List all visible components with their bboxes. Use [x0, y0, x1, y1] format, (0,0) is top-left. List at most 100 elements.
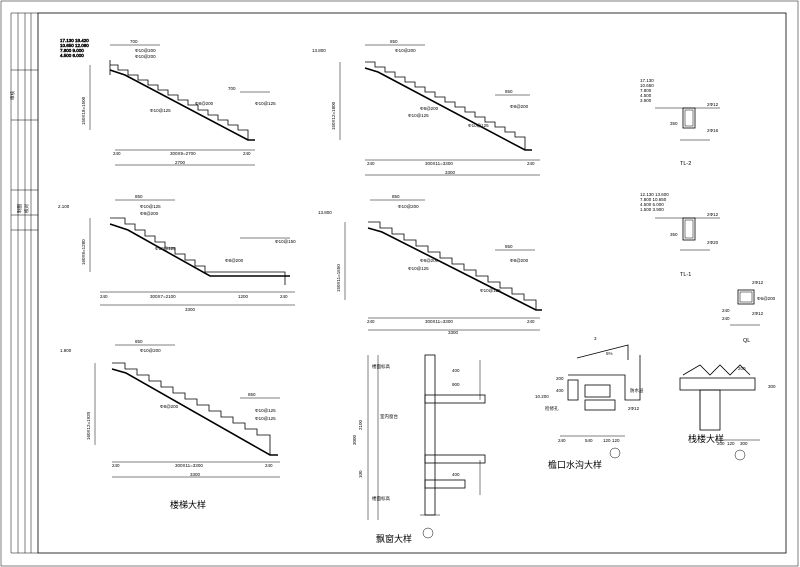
window-tag-top: 楼面标高 — [372, 363, 390, 370]
stair-1-rebar-2: Φ10@200 — [135, 54, 156, 59]
svg-text:12.130 13.600: 12.130 13.600 — [640, 192, 669, 197]
stair-3-elev: 2.100 — [58, 204, 70, 209]
stair-4-end-r: 240 — [527, 319, 535, 324]
stair-1-rebar-1: Φ10@200 — [135, 48, 156, 53]
stair-5-top-dim: 850 — [135, 339, 143, 344]
stair-4-end-l: 240 — [367, 319, 375, 324]
stair-section-5: 1.800 850 160X12=1920 850 Φ10@200 Φ8@200… — [60, 339, 280, 510]
gutter-caption: 檐口水沟大样 — [548, 459, 602, 470]
ql-section — [737, 289, 755, 305]
tl1-h: 350 — [670, 232, 678, 237]
gutter-slope: 3 — [594, 336, 597, 341]
window-caption: 飘窗大样 — [376, 533, 412, 544]
gutter-elev: 10.200 — [535, 394, 549, 399]
gutter-note-1: 检修孔 — [545, 405, 559, 412]
svg-text:4.500 6.000: 4.500 6.000 — [60, 53, 84, 58]
svg-text:10.650 12.060: 10.650 12.060 — [60, 43, 89, 48]
svg-text:17.130 18.420: 17.130 18.420 — [60, 38, 89, 43]
stair-2-rebar-3: Φ10@125 — [408, 113, 429, 118]
gutter-dim-6: 200 — [556, 376, 564, 381]
svg-text:1.500 3.900: 1.500 3.900 — [640, 207, 664, 212]
railing-dim-1: 200 — [738, 366, 746, 371]
stair-4-rebar-2: Φ8@200 — [420, 258, 439, 263]
stair-2-top-dim: 850 — [390, 39, 398, 44]
gutter-dim-3: 120 — [612, 438, 620, 443]
stair-5-rebar-2: Φ8@200 — [160, 404, 179, 409]
stair-5-rebar-4: Φ10@125 — [255, 416, 276, 421]
stair-2-flight — [365, 61, 526, 150]
railing-detail: 200 300 200 120 300 栈楼大样 — [679, 364, 776, 461]
stair-2-rebar-1: Φ10@200 — [395, 48, 416, 53]
beam-tl2: 17.130 10.650 7.800 4.500 3.900 350 2Φ12… — [640, 78, 720, 167]
stair-2-rebar-4: Φ10@125 — [468, 123, 489, 128]
svg-text:7.800: 7.800 — [640, 88, 652, 93]
title-label-b: 制图 — [16, 204, 23, 213]
stair-3-end-l: 240 — [100, 294, 108, 299]
ql-dim-a: 240 — [722, 308, 730, 313]
ql-rebar-a: 2Φ12 — [752, 280, 764, 285]
title-label-c: 校对 — [23, 204, 30, 213]
gutter-note-2: 5% — [606, 351, 613, 356]
stair-3-land: 1200 — [238, 294, 249, 299]
title-label-a: 审核 — [9, 91, 16, 100]
svg-text:7.800 10.650: 7.800 10.650 — [640, 197, 667, 202]
gutter-dim-1: 540 — [585, 438, 593, 443]
gutter-dim-2: 120 — [603, 438, 611, 443]
tl2-label: TL-2 — [680, 161, 691, 167]
bay-window-detail: 楼面标高 室内窗台 楼面标高 400 900 2100 3000 100 400… — [352, 354, 486, 544]
window-dim-3: 2100 — [358, 419, 363, 430]
tl1-label: TL-1 — [680, 272, 691, 278]
stair-1-top-dim: 700 — [130, 39, 138, 44]
stair-4-run: 300X11=3300 — [425, 319, 453, 324]
svg-text:17.130: 17.130 — [640, 78, 654, 83]
stair-1-end-r: 240 — [243, 151, 251, 156]
stair-1-run: 300X9=2700 — [170, 151, 196, 156]
title-block: 审核 制图 校对 — [9, 12, 38, 554]
window-dim-5: 100 — [358, 470, 363, 478]
stair-5-end-r: 240 — [265, 463, 273, 468]
stair-3-rebar-3: Φ10@125 — [155, 246, 176, 251]
stair-4-rebar-3: Φ10@125 — [408, 266, 429, 271]
stair-4-elev: 13.800 — [318, 210, 332, 215]
stair-4-rebar-1: Φ10@200 — [398, 204, 419, 209]
railing-dim-2: 300 — [768, 384, 776, 389]
beam-ql: 2Φ12 Φ6@200 2Φ12 240 240 QL — [722, 280, 776, 344]
stair-5-rebar-1: Φ10@200 — [140, 348, 161, 353]
stair-5-rebar-3: Φ10@125 — [255, 408, 276, 413]
ql-label: QL — [743, 338, 750, 344]
stair-caption: 楼梯大样 — [170, 499, 206, 510]
svg-text:4.500 6.000: 4.500 6.000 — [640, 202, 664, 207]
stair-5-run: 300X11=3300 — [175, 463, 203, 468]
stair-2-mid-dim: 850 — [505, 89, 513, 94]
stair-5-total: 3300 — [190, 472, 201, 477]
stair-3-rebar-5: Φ10@150 — [275, 239, 296, 244]
svg-text:10.650: 10.650 — [640, 83, 654, 88]
gutter-detail: 3 10.200 检修孔 5% 防水层 2Φ12 540 120 120 240… — [535, 336, 644, 470]
gutter-note-4: 2Φ12 — [628, 406, 640, 411]
railing-caption: 栈楼大样 — [688, 433, 724, 444]
stair-1-mid-dim: 700 — [228, 86, 236, 91]
stair-2-total: 3300 — [445, 170, 456, 175]
ql-rebar-b: 2Φ12 — [752, 311, 764, 316]
stair-4-flight — [368, 221, 537, 310]
stair-5-mid-dim: 850 — [248, 392, 256, 397]
stair-1-total: 2700 — [175, 160, 186, 165]
stair-2-rebar-2: Φ8@200 — [420, 106, 439, 111]
drawing-frame — [37, 12, 787, 554]
stair-2-end-l: 240 — [367, 161, 375, 166]
gutter-dim-4: 240 — [558, 438, 566, 443]
svg-text:3.900: 3.900 — [640, 98, 652, 103]
stair-2-run: 300X11=3300 — [425, 161, 453, 166]
gutter-dim-5: 400 — [556, 388, 564, 393]
beam-tl1: 12.130 13.600 7.800 10.650 4.500 6.000 1… — [640, 192, 720, 278]
stair-4-rise: 150X11=1650 — [336, 264, 341, 292]
stair-3-rebar-4: Φ8@200 — [225, 258, 244, 263]
stair-4-rebar-4: Φ8@200 — [510, 258, 529, 263]
stair-4-top-dim: 850 — [392, 194, 400, 199]
tl1-rebar-bot: 2Φ20 — [707, 240, 719, 245]
svg-text:7.800 9.000: 7.800 9.000 — [60, 48, 84, 53]
stair-4-rebar-5: Φ10@125 — [480, 288, 501, 293]
stair-3-total: 3300 — [185, 307, 196, 312]
stair-1-rise: 150X18=1500 — [81, 96, 86, 125]
